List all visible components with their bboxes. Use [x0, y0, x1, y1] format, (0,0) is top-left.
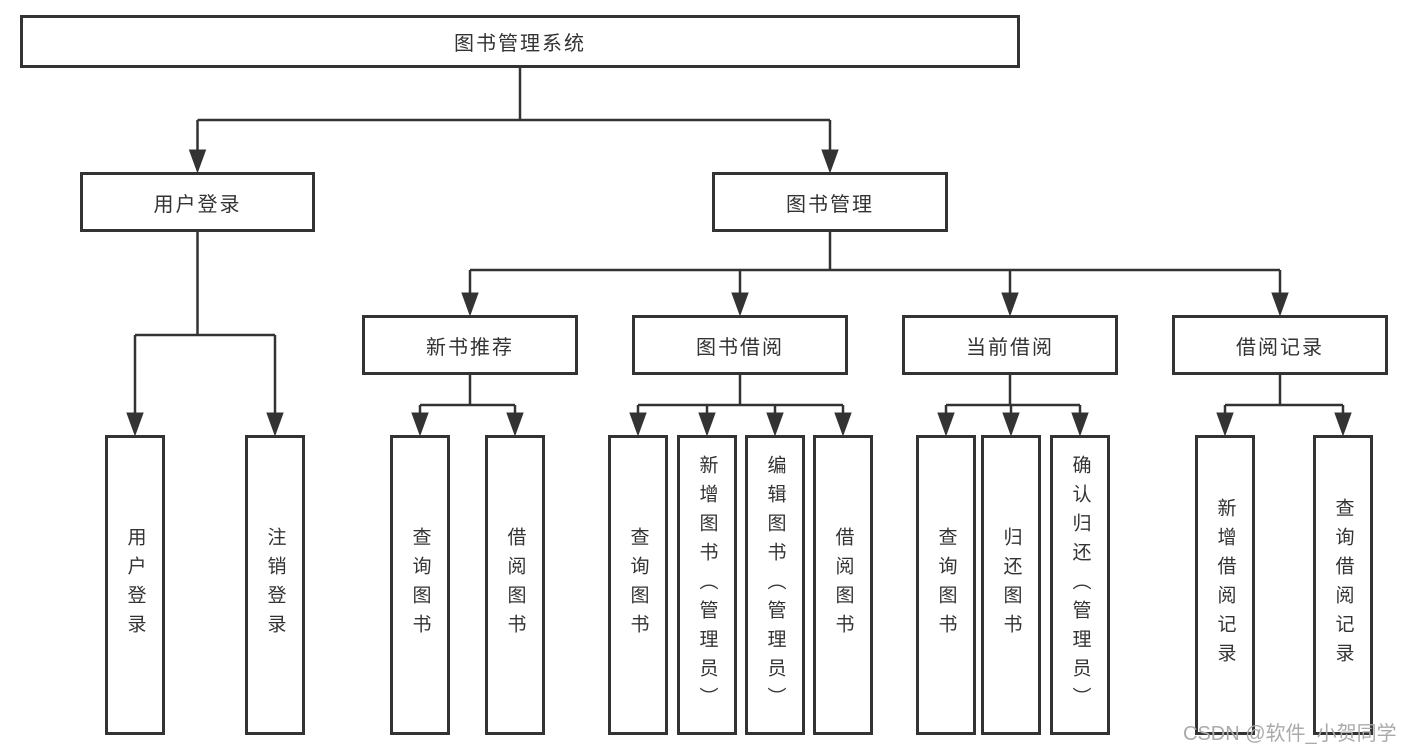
arrowhead-down-icon [1002, 412, 1020, 437]
connector-book-borrow-to-leaves [629, 375, 852, 437]
leaf-user-login: 用户登录 [105, 435, 165, 735]
leaf-query-books-recommend: 查询图书 [390, 435, 450, 735]
arrowhead-down-icon [731, 292, 749, 317]
arrowhead-down-icon [1216, 412, 1234, 437]
node-label: 用户登录 [153, 193, 242, 216]
node-current-borrow: 当前借阅 [902, 315, 1118, 375]
node-label: 归还图书 [1000, 527, 1022, 643]
connector-root-to-level2 [188, 68, 839, 174]
connector-user-login-to-leaves [126, 232, 284, 437]
arrowhead-down-icon [834, 412, 852, 437]
node-label: 查询图书 [627, 527, 649, 643]
leaf-add-borrow-record: 新增借阅记录 [1195, 435, 1255, 735]
node-book-borrow: 图书借阅 [632, 315, 848, 375]
node-label: 当前借阅 [966, 336, 1054, 359]
node-label: 新书推荐 [426, 336, 514, 359]
leaf-return-books: 归还图书 [981, 435, 1041, 735]
node-label: 查询图书 [935, 527, 957, 643]
node-label: 新增图书（管理员） [696, 454, 718, 716]
node-label: 注销登录 [264, 527, 286, 643]
node-new-book-recommend: 新书推荐 [362, 315, 578, 375]
arrowhead-down-icon [188, 149, 207, 174]
node-borrow-records: 借阅记录 [1172, 315, 1388, 375]
arrowhead-down-icon [629, 412, 647, 437]
leaf-logout: 注销登录 [245, 435, 305, 735]
arrowhead-down-icon [126, 412, 144, 437]
node-label: 图书借阅 [696, 336, 784, 359]
connector-book-management-to-level3 [461, 232, 1289, 317]
arrowhead-down-icon [461, 292, 479, 317]
leaf-borrow-books: 借阅图书 [813, 435, 873, 735]
node-label: 新增借阅记录 [1214, 498, 1236, 672]
leaf-query-books-current: 查询图书 [916, 435, 976, 735]
arrowhead-down-icon [1001, 292, 1019, 317]
arrowhead-down-icon [821, 149, 839, 174]
connector-borrow-records-to-leaves [1216, 375, 1352, 437]
node-label: 编辑图书（管理员） [764, 454, 786, 716]
arrowhead-down-icon [698, 412, 716, 437]
node-label: 借阅记录 [1236, 336, 1324, 359]
arrowhead-down-icon [411, 412, 429, 437]
node-root: 图书管理系统 [20, 15, 1020, 68]
leaf-borrow-books-recommend: 借阅图书 [485, 435, 545, 735]
arrowhead-down-icon [937, 412, 955, 437]
arrowhead-down-icon [1271, 292, 1289, 317]
connector-current-borrow-to-leaves [937, 375, 1089, 437]
node-label: 图书管理系统 [454, 33, 586, 55]
node-label: 确认归还（管理员） [1069, 454, 1091, 716]
leaf-query-borrow-record: 查询借阅记录 [1313, 435, 1373, 735]
leaf-query-books-borrow: 查询图书 [608, 435, 668, 735]
node-label: 用户登录 [124, 527, 146, 643]
arrowhead-down-icon [1334, 412, 1352, 437]
leaf-confirm-return-admin: 确认归还（管理员） [1050, 435, 1110, 735]
node-label: 图书管理 [786, 193, 874, 216]
connector-new-book-recommend-to-leaves [411, 375, 524, 437]
watermark: CSDN @软件_小贺同学 [1183, 723, 1397, 745]
node-label: 借阅图书 [832, 527, 854, 643]
node-label: 查询借阅记录 [1332, 498, 1354, 672]
leaf-add-book-admin: 新增图书（管理员） [677, 435, 737, 735]
arrowhead-down-icon [766, 412, 784, 437]
arrowhead-down-icon [266, 412, 284, 437]
leaf-edit-book-admin: 编辑图书（管理员） [745, 435, 805, 735]
node-book-management: 图书管理 [712, 172, 948, 232]
arrowhead-down-icon [1071, 412, 1089, 437]
node-label: 查询图书 [409, 527, 431, 643]
node-user-login: 用户登录 [80, 172, 315, 232]
node-label: 借阅图书 [504, 527, 526, 643]
arrowhead-down-icon [506, 412, 524, 437]
